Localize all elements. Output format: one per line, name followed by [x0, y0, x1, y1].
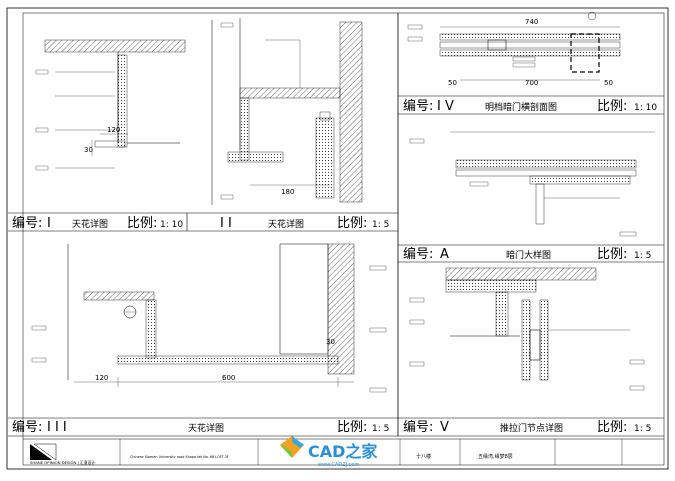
- panel-a-title: 暗门大样图: [506, 249, 551, 261]
- watermark-url: www.CADZJ.com: [318, 462, 359, 468]
- panel-2-code: I I: [220, 216, 232, 231]
- panel-1-code: I: [47, 216, 51, 231]
- panel-1-scale: 1: 10: [160, 220, 183, 230]
- panel-v-scale: 1: 5: [634, 424, 651, 434]
- panel-5-drawing: [409, 267, 645, 391]
- panel-v-code-label: 编号:: [403, 420, 433, 435]
- project-address-line: Chinese Xiamen University road Shapo lak…: [130, 455, 229, 459]
- panel-v-scale-label: 比例:: [597, 420, 627, 435]
- dim-50-a: 50: [448, 79, 457, 87]
- project-name: 十八楼: [416, 453, 431, 460]
- panel-a-scale: 1: 5: [634, 251, 651, 261]
- outer-frame: [6, 7, 669, 470]
- panel-a-drawing: [409, 131, 655, 237]
- dim-50-b: 50: [604, 79, 613, 87]
- panel-4-drawing: [407, 11, 621, 81]
- panel-a-scale-label: 比例:: [597, 247, 627, 262]
- panel-2-scale-label: 比例:: [337, 216, 367, 231]
- panel-v-code: V: [440, 420, 449, 435]
- panel-3-scale-label: 比例:: [337, 420, 367, 435]
- dim-700: 700: [525, 79, 538, 87]
- panel-1-scale-label: 比例:: [127, 216, 157, 231]
- panel-4-code: I V: [437, 99, 454, 114]
- panel-v-title: 推拉门节点详图: [500, 422, 563, 434]
- dim-120-a: 120: [107, 126, 120, 134]
- dim-740: 740: [525, 18, 538, 26]
- dim-120-b: 120: [95, 374, 108, 382]
- panel-1-code-label: 编号:: [12, 216, 42, 231]
- panel-2-scale: 1: 5: [372, 220, 389, 230]
- dim-30-b: 30: [326, 338, 335, 346]
- dim-30-a: 30: [84, 146, 93, 154]
- title-block: [23, 438, 664, 465]
- panel-3-title: 天花详图: [188, 422, 224, 434]
- panel-2-drawing: [211, 18, 363, 205]
- panel-1-title: 天花详图: [72, 218, 108, 230]
- panel-4-title: 明档暗门横剖面图: [485, 101, 557, 113]
- company-name: SHANE OPINION DESIGN | 汇意设计: [30, 460, 95, 465]
- panel-a-code: A: [440, 247, 449, 262]
- project-address: 五缘湾,缘梦8层: [478, 453, 513, 460]
- dim-180: 180: [281, 188, 294, 196]
- inner-frame: [22, 12, 665, 466]
- panel-1-drawing: [35, 39, 186, 171]
- panel-2-title: 天花详图: [268, 218, 304, 230]
- dim-600: 600: [222, 374, 235, 382]
- panel-4-code-label: 编号:: [403, 99, 433, 114]
- panel-4-scale: 1: 10: [634, 103, 657, 113]
- panel-3-drawing: [31, 243, 387, 393]
- panel-a-code-label: 编号:: [403, 247, 433, 262]
- panel-3-code: I I I: [47, 420, 67, 435]
- panel-3-code-label: 编号:: [12, 420, 42, 435]
- watermark-text: CAD之家: [308, 442, 378, 461]
- cad-watermark: [280, 436, 304, 458]
- panel-3-scale: 1: 5: [372, 424, 389, 434]
- panel-4-scale-label: 比例:: [597, 99, 627, 114]
